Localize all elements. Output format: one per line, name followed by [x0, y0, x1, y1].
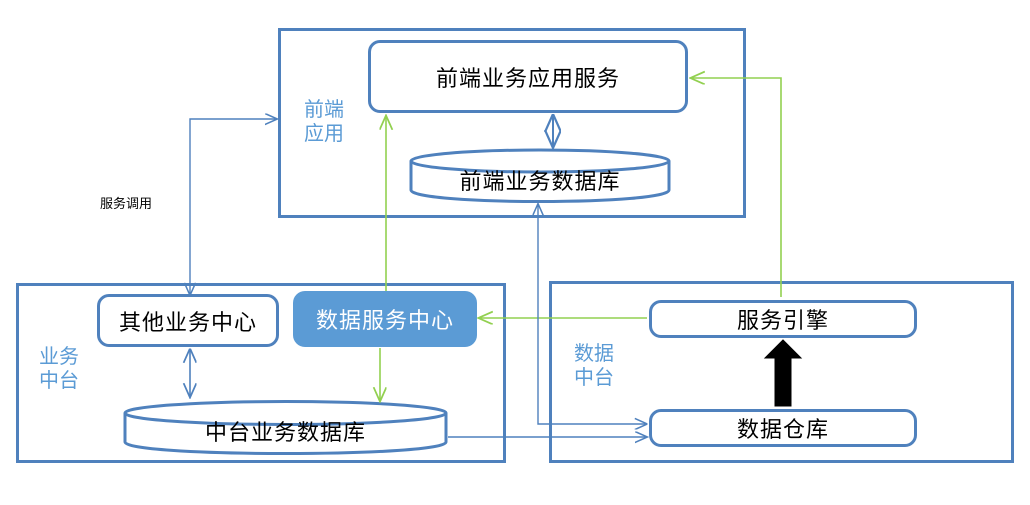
connector-label-service-call: 服务调用 [100, 197, 153, 212]
node-frontend-business-application-service[interactable]: 前端业务应用服务 [368, 40, 688, 113]
node-midplatform-business-database[interactable]: 中台业务数据库 [123, 399, 448, 455]
cylinder-shape [123, 400, 448, 455]
node-other-business-center[interactable]: 其他业务中心 [97, 294, 279, 347]
node-frontend-business-database[interactable]: 前端业务数据库 [409, 148, 671, 203]
node-label: 前端业务数据库 [459, 169, 621, 195]
panel-label-business-midplatform: 业务 中台 [39, 344, 79, 392]
panel-label-data-midplatform: 数据 中台 [574, 341, 614, 389]
node-data-warehouse[interactable]: 数据仓库 [649, 409, 917, 447]
node-service-engine[interactable]: 服务引擎 [649, 300, 917, 338]
node-label: 中台业务数据库 [204, 421, 366, 446]
node-data-service-center[interactable]: 数据服务中心 [293, 291, 477, 347]
panel-label-frontend-application: 前端 应用 [304, 97, 344, 145]
connector-service-call [190, 119, 276, 294]
cylinder-shape [409, 148, 671, 203]
